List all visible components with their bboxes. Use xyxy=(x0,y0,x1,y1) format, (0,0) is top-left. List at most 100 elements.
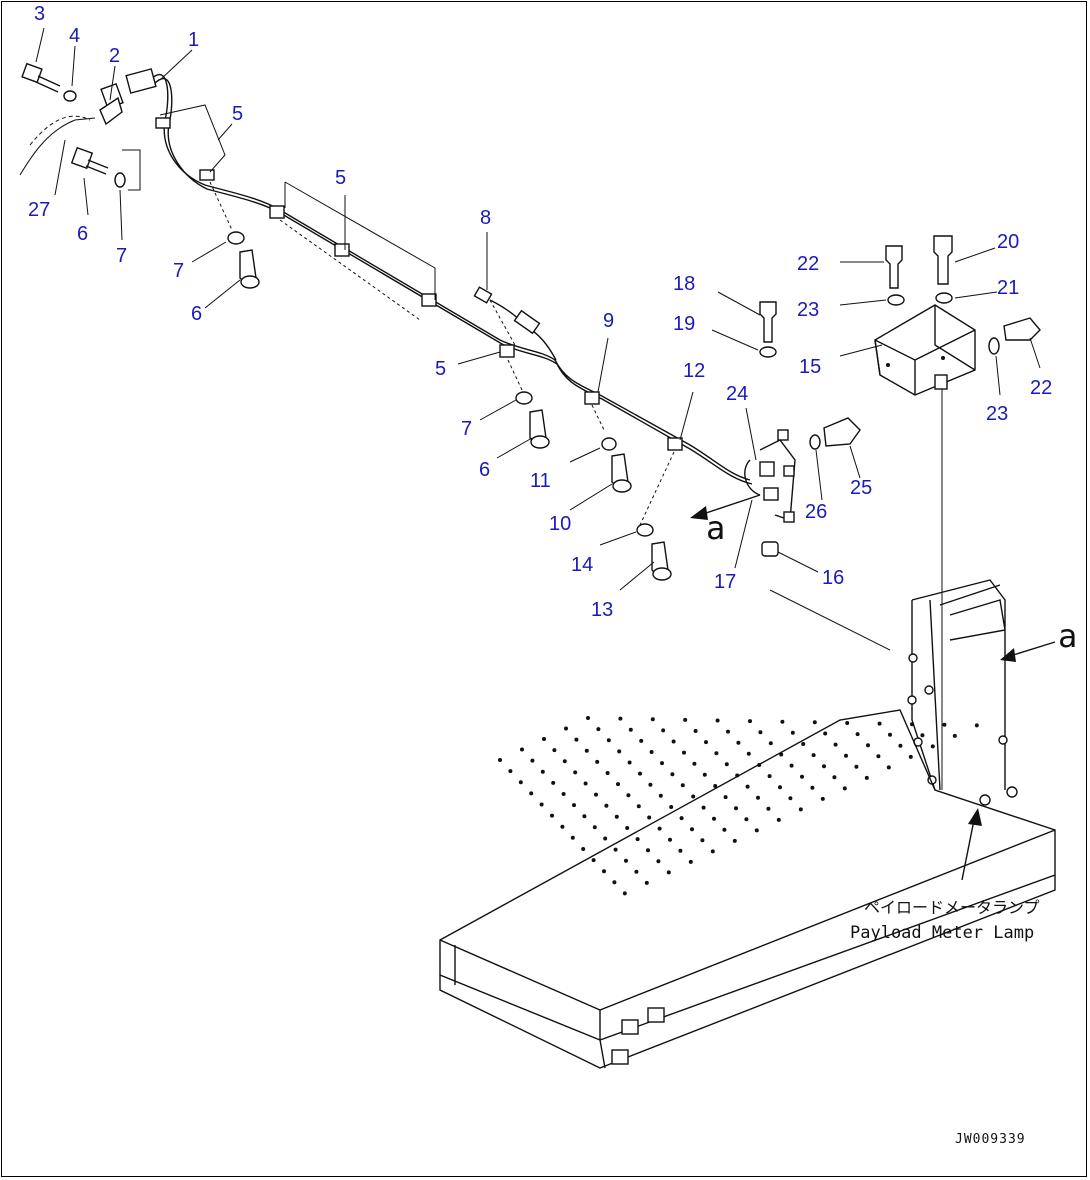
perforation-dot xyxy=(832,775,837,780)
perforation-dot xyxy=(625,826,630,830)
perforation-dot xyxy=(666,870,671,875)
perforation-dot xyxy=(942,722,947,727)
perforation-dot xyxy=(789,763,794,768)
perforation-dot xyxy=(726,729,730,734)
perforation-dot xyxy=(734,806,738,811)
perforation-dot xyxy=(661,728,666,733)
callout-7: 7 xyxy=(461,418,473,440)
view-marker-a-right: a xyxy=(1058,617,1078,655)
perforation-dot xyxy=(746,751,751,756)
perforation-dot xyxy=(561,792,566,796)
lamp-label-english: Payload Meter Lamp xyxy=(850,923,1035,943)
callout-5: 5 xyxy=(435,358,447,380)
perforation-dot xyxy=(920,733,925,738)
perforation-dot xyxy=(732,838,737,843)
perforation-dot xyxy=(702,772,707,777)
perforation-dot xyxy=(581,847,586,851)
leader-lines xyxy=(35,27,1041,591)
perforation-dot xyxy=(712,816,716,821)
perforation-dot xyxy=(714,751,719,756)
perforation-dot xyxy=(540,769,545,774)
callout-21: 21 xyxy=(997,277,1020,299)
step-assembly xyxy=(439,579,1056,1069)
perforation-dot xyxy=(800,774,804,779)
perforation-dot xyxy=(877,721,882,726)
callout-4: 4 xyxy=(69,25,81,47)
callout-7: 7 xyxy=(173,260,185,282)
perforation-dot xyxy=(602,869,606,874)
perforation-dot xyxy=(574,737,579,742)
perforation-dot xyxy=(613,847,618,852)
perforation-dot xyxy=(668,837,672,842)
perforation-dot xyxy=(678,848,683,853)
perforation-dot xyxy=(594,792,598,797)
lamp-label-japanese: ペイロードメータランプ xyxy=(864,898,1040,917)
perforation-dot xyxy=(724,762,729,767)
perforation-dot xyxy=(757,763,762,767)
callout-11: 11 xyxy=(530,470,551,492)
perforation-dot xyxy=(842,786,847,791)
callout-8: 8 xyxy=(480,207,492,229)
perforation-dot xyxy=(596,727,601,732)
perforation-dot xyxy=(833,742,838,747)
perforation-dot xyxy=(822,764,826,769)
perforation-dot xyxy=(864,775,869,780)
perforation-dot xyxy=(529,791,534,796)
perforation-dot xyxy=(952,733,957,738)
perforation-dot xyxy=(604,803,609,808)
callout-24: 24 xyxy=(726,383,749,405)
perforation-dot xyxy=(735,773,740,778)
callout-13: 13 xyxy=(591,599,614,621)
callout-7: 7 xyxy=(116,245,128,267)
perforation-dot xyxy=(520,747,524,752)
perforation-dot xyxy=(552,748,557,753)
perforation-dot xyxy=(930,744,935,749)
perforation-dot xyxy=(660,761,664,766)
perforation-dot xyxy=(798,807,803,812)
view-arrows xyxy=(690,494,1056,881)
callout-10: 10 xyxy=(549,513,572,535)
perforation-dot xyxy=(628,727,633,732)
perforation-dot xyxy=(854,764,859,769)
perforation-dot xyxy=(671,739,676,744)
callout-15: 15 xyxy=(799,356,822,378)
perforation-dot xyxy=(624,858,628,863)
callout-6: 6 xyxy=(77,223,89,245)
perforation-dot xyxy=(780,719,785,724)
callout-22: 22 xyxy=(1030,377,1053,399)
perforation-dot xyxy=(715,718,720,723)
perforation-dot xyxy=(622,891,627,896)
perforation-dot xyxy=(682,750,686,755)
perforation-dot xyxy=(650,717,655,722)
callout-9: 9 xyxy=(603,310,615,332)
perforation-dot xyxy=(614,814,619,819)
callout-6: 6 xyxy=(191,303,203,325)
callout-1: 1 xyxy=(188,29,200,51)
perforation-dot xyxy=(551,780,556,785)
perforation-dot xyxy=(700,838,705,843)
perforation-dot xyxy=(758,730,763,735)
perforation-dot xyxy=(722,827,727,832)
perforation-dot xyxy=(776,817,781,822)
callout-22: 22 xyxy=(797,253,820,275)
perforation-dot xyxy=(710,849,715,854)
perforation-dot xyxy=(723,795,728,800)
perforation-dot xyxy=(756,795,760,800)
perforation-dot xyxy=(888,732,892,737)
perforation-dot xyxy=(573,770,578,775)
perforation-dot xyxy=(779,752,784,757)
callout-group-lines xyxy=(19,104,943,790)
perforation-dot xyxy=(844,753,848,758)
perforation-dot xyxy=(605,771,610,775)
perforation-dot xyxy=(690,827,694,832)
perforation-dot xyxy=(679,816,684,821)
perforation-dot xyxy=(778,785,782,790)
perforation-dot xyxy=(530,758,535,763)
perforation-dot xyxy=(583,781,588,786)
callout-16: 16 xyxy=(822,567,845,589)
callout-19: 19 xyxy=(673,313,696,335)
drawing-code: JW009339 xyxy=(955,1132,1026,1147)
callout-5: 5 xyxy=(335,167,347,189)
perforation-dot xyxy=(745,784,750,789)
